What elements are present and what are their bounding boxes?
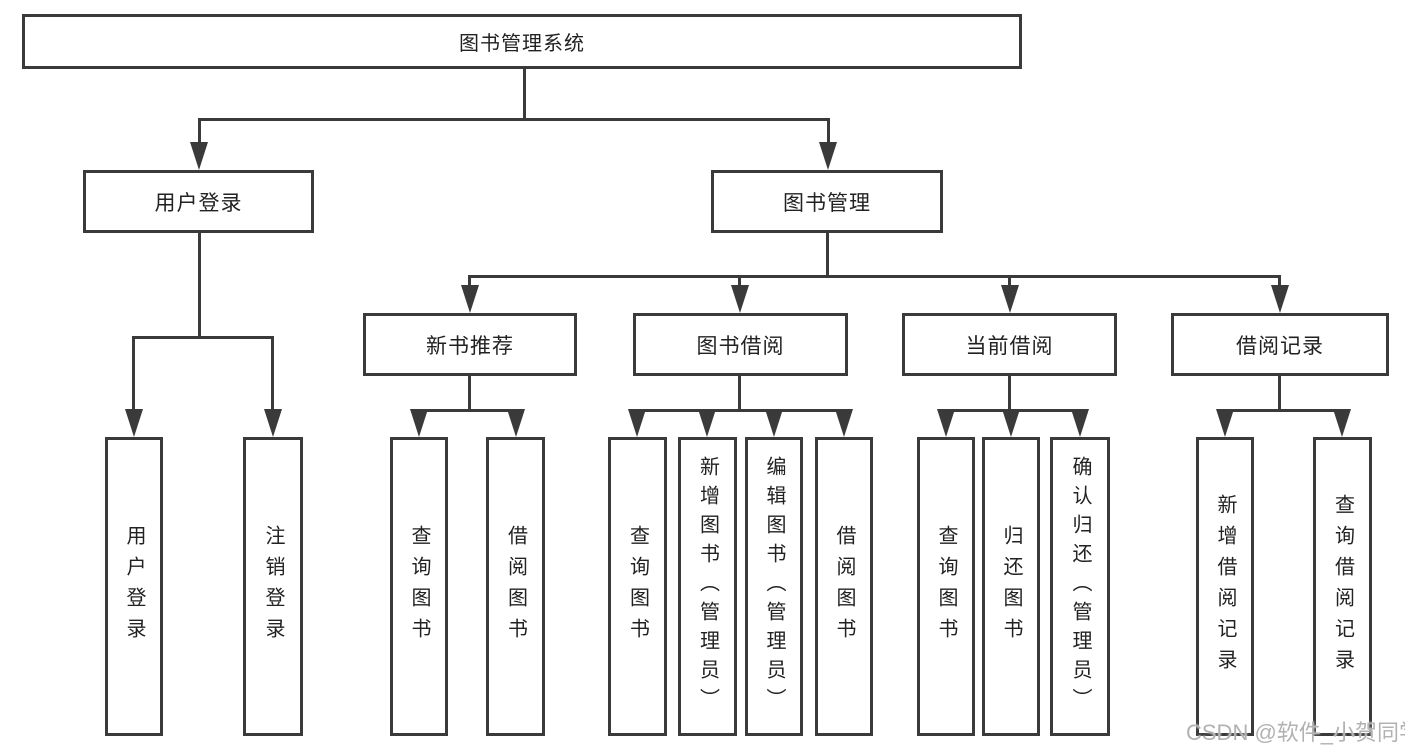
connector-drop [468,275,471,289]
leaf-return-book: 归还图书 [982,437,1040,736]
node-user-login: 用户登录 [83,170,314,233]
connector-bookmgmt-stem [826,233,829,275]
arrow-down [937,409,955,437]
arrow-down [835,409,853,437]
node-root-library-system: 图书管理系统 [22,14,1022,69]
leaf-confirm-return-admin: 确认归还（管理员） [1050,437,1110,736]
connector-drop [1008,275,1011,289]
leaf-borrow-books-recommend: 借阅图书 [486,437,545,736]
arrow-down [264,409,282,437]
connector-recommend-stem [468,376,471,409]
arrow-down [1002,409,1020,437]
arrow-down [698,409,716,437]
arrow-down [461,285,479,313]
arrow-down [765,409,783,437]
arrow-down [125,409,143,437]
node-borrowing-records: 借阅记录 [1171,313,1389,376]
connector-borrowing-stem [738,376,741,409]
leaf-user-login: 用户登录 [105,437,163,736]
leaf-add-book-admin: 新增图书（管理员） [678,437,737,736]
arrow-down [507,409,525,437]
arrow-down [190,142,208,170]
connector-recommend-hline [417,409,518,412]
leaf-query-borrow-record: 查询借阅记录 [1313,437,1372,736]
node-current-borrowing: 当前借阅 [902,313,1117,376]
leaf-logout: 注销登录 [243,437,303,736]
leaf-query-books-current: 查询图书 [917,437,975,736]
arrow-down [1216,409,1234,437]
connector-drop [827,118,830,152]
leaf-query-books-borrowing: 查询图书 [608,437,667,736]
connector-userlogin-hline [132,336,274,339]
csdn-watermark: CSDN @软件_小贺同学 [1186,720,1405,745]
arrow-down [1271,285,1289,313]
connector-drop [132,336,135,411]
node-new-book-recommend: 新书推荐 [363,313,577,376]
arrow-down [410,409,428,437]
arrow-down [1333,409,1351,437]
leaf-query-books-recommend: 查询图书 [390,437,448,736]
arrow-down [628,409,646,437]
connector-drop [271,336,274,411]
connector-root-stem [523,69,526,118]
node-book-borrowing: 图书借阅 [633,313,848,376]
connector-records-stem [1278,376,1281,409]
arrow-down [819,142,837,170]
connector-root-hline [198,118,830,121]
connector-bookmgmt-hline [468,275,1281,278]
connector-current-stem [1008,376,1011,409]
leaf-add-borrow-record: 新增借阅记录 [1196,437,1254,736]
node-book-management: 图书管理 [711,170,943,233]
arrow-down [731,285,749,313]
connector-records-hline [1223,409,1344,412]
arrow-down [1071,409,1089,437]
leaf-edit-book-admin: 编辑图书（管理员） [745,437,803,736]
connector-drop [738,275,741,289]
leaf-borrow-books-borrowing: 借阅图书 [815,437,873,736]
connector-drop [1278,275,1281,289]
arrow-down [1001,285,1019,313]
connector-drop [198,118,201,152]
connector-userlogin-stem [198,233,201,336]
connector-borrowing-hline [635,409,846,412]
